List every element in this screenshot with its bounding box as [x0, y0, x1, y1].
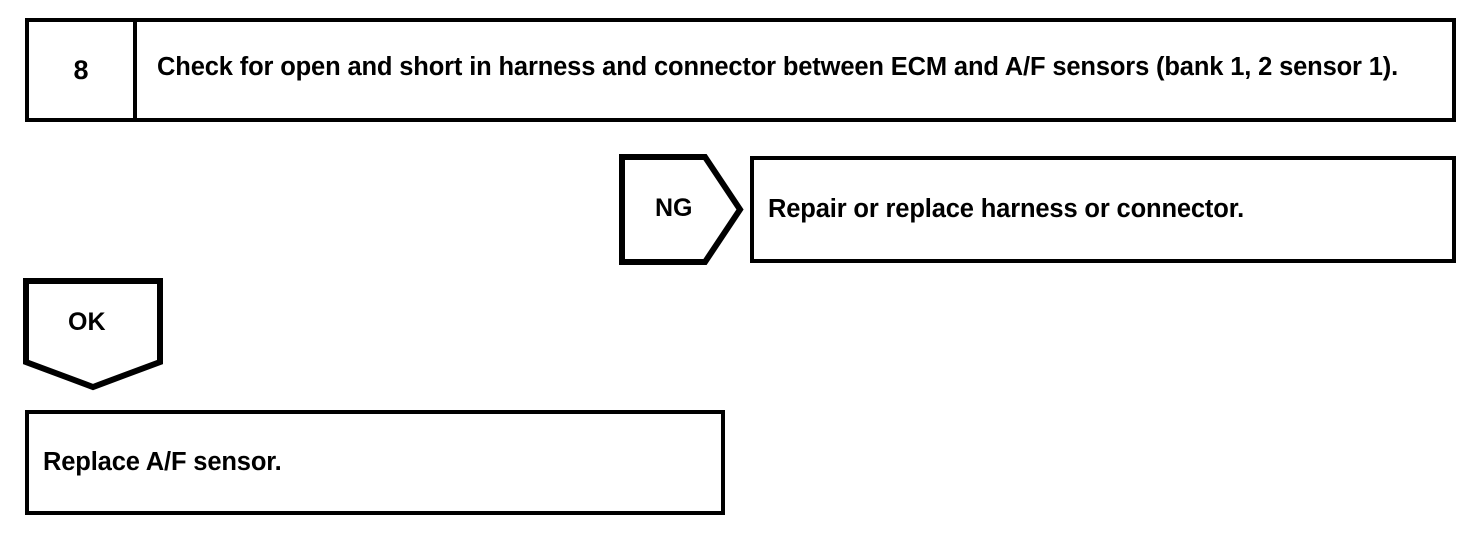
ok-result-box: Replace A/F sensor. [25, 410, 725, 515]
ok-arrow-shape [23, 278, 163, 391]
ok-branch-label: OK [68, 308, 106, 336]
step-number: 8 [73, 54, 89, 85]
ng-branch-arrow: NG [619, 154, 744, 265]
ng-branch-label: NG [655, 194, 693, 222]
ok-branch-arrow: OK [23, 278, 163, 391]
ng-result-text: Repair or replace harness or connector. [768, 194, 1244, 223]
step-box: 8 Check for open and short in harness an… [25, 18, 1456, 122]
step-number-cell: 8 [29, 22, 137, 118]
ok-result-text: Replace A/F sensor. [43, 447, 282, 476]
ng-arrow-shape [619, 154, 744, 265]
ng-result-box: Repair or replace harness or connector. [750, 156, 1456, 263]
step-instruction-text: Check for open and short in harness and … [157, 53, 1399, 82]
step-instruction-cell: Check for open and short in harness and … [141, 22, 1452, 118]
